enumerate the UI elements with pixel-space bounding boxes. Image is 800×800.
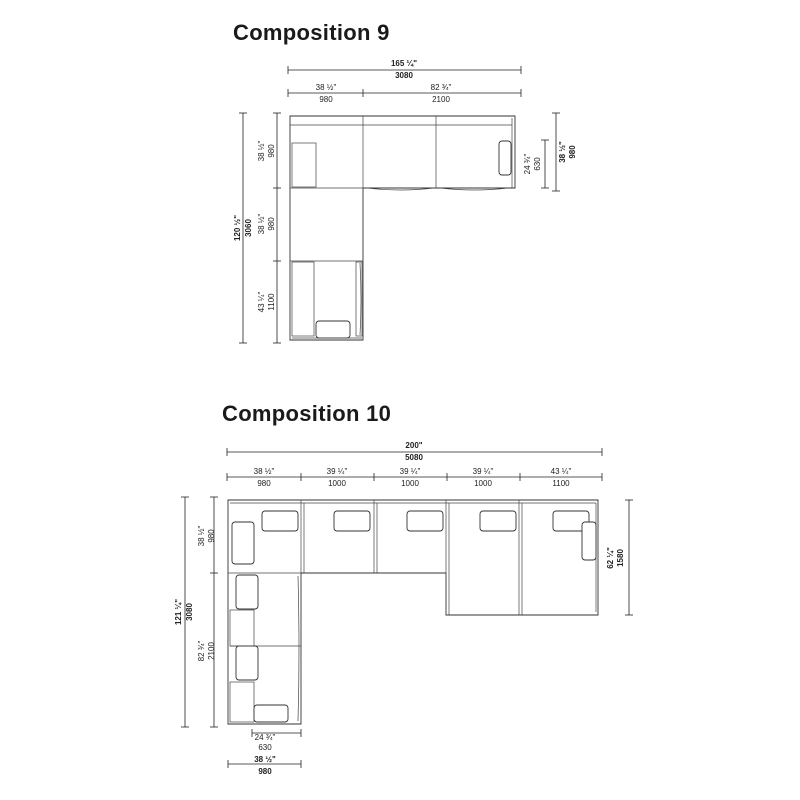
c9-top-seg1-mm: 980 bbox=[319, 95, 333, 104]
c10-left-total-mm: 3080 bbox=[185, 603, 194, 621]
c9-top-seg2-in: 82 ¾" bbox=[431, 83, 452, 92]
c10-bottom-outer-mm: 980 bbox=[258, 767, 272, 776]
c9-right-dimensions: 24 ¾" 630 38 ½" 980 bbox=[523, 112, 577, 192]
c10-bottom-outer-in: 38 ½" bbox=[254, 755, 276, 764]
c10-top-total-in: 200" bbox=[405, 441, 422, 450]
c10-left-seg1-in: 38 ½" bbox=[197, 526, 206, 547]
c9-top-seg1-in: 38 ½" bbox=[316, 83, 337, 92]
c9-top-total-dimension: 165 ¼" 3080 bbox=[287, 59, 522, 80]
c9-left-total-in: 120 ½" bbox=[233, 215, 242, 241]
c10-top-total-mm: 5080 bbox=[405, 453, 423, 462]
c10-seg4-in: 39 ¼" bbox=[473, 467, 494, 476]
c9-left-seg2-in: 38 ½" bbox=[257, 214, 266, 235]
c9-sofa bbox=[289, 115, 516, 341]
c9-left-seg3-mm: 1100 bbox=[267, 293, 276, 311]
c10-seg5-in: 43 ¼" bbox=[551, 467, 572, 476]
c10-top-segment-dimensions: 38 ½" 980 39 ¼" 1000 39 ¼" 1000 39 ¼" 10… bbox=[226, 467, 603, 488]
c10-top-total-dimension: 200" 5080 bbox=[226, 441, 603, 462]
c9-top-total-mm: 3080 bbox=[395, 71, 413, 80]
c9-left-dimensions: 120 ½" 3060 38 ½" 980 38 ½" 980 43 ¼" 11… bbox=[233, 112, 281, 344]
c10-sofa bbox=[227, 499, 599, 725]
c9-left-seg3-in: 43 ¼" bbox=[257, 292, 266, 313]
c10-bottom-inner-in: 24 ¾" bbox=[255, 733, 276, 742]
composition-9-plan: 165 ¼" 3080 38 ½" 980 82 ¾" 2100 bbox=[233, 59, 577, 344]
c10-bottom-dimensions: 24 ¾" 630 38 ½" 980 bbox=[227, 729, 302, 776]
c10-seg2-in: 39 ¼" bbox=[327, 467, 348, 476]
c9-top-seg2-mm: 2100 bbox=[432, 95, 450, 104]
c10-left-seg2-in: 82 ¾" bbox=[197, 641, 206, 662]
c10-right-dimension: 62 ¼" 1580 bbox=[606, 499, 633, 616]
c9-left-seg2-mm: 980 bbox=[267, 217, 276, 231]
c10-left-seg1-mm: 980 bbox=[207, 529, 216, 543]
c9-left-seg1-in: 38 ½" bbox=[257, 141, 266, 162]
c10-left-total-in: 121 ¼" bbox=[174, 599, 183, 625]
c10-right-mm: 1580 bbox=[616, 549, 625, 567]
c9-right-outer-in: 38 ½" bbox=[558, 141, 567, 163]
c9-right-inner-in: 24 ¾" bbox=[523, 154, 532, 175]
c10-seg5-mm: 1100 bbox=[552, 479, 570, 488]
c9-top-total-in: 165 ¼" bbox=[391, 59, 417, 68]
c9-top-segment-dimensions: 38 ½" 980 82 ¾" 2100 bbox=[287, 83, 522, 104]
c10-left-seg2-mm: 2100 bbox=[207, 642, 216, 660]
c9-right-inner-mm: 630 bbox=[533, 157, 542, 171]
c9-right-outer-mm: 980 bbox=[568, 145, 577, 159]
composition-10-plan: 200" 5080 38 ½" 980 39 ¼" 1000 39 ¼" 100… bbox=[174, 441, 633, 776]
c10-seg1-in: 38 ½" bbox=[254, 467, 275, 476]
c10-seg2-mm: 1000 bbox=[328, 479, 346, 488]
c10-left-dimensions: 121 ¼" 3080 38 ½" 980 82 ¾" 2100 bbox=[174, 496, 218, 728]
c10-right-in: 62 ¼" bbox=[606, 547, 615, 569]
composition-9-title: Composition 9 bbox=[233, 20, 390, 45]
c10-bottom-inner-mm: 630 bbox=[258, 743, 272, 752]
c10-seg4-mm: 1000 bbox=[474, 479, 492, 488]
c9-left-total-mm: 3060 bbox=[244, 219, 253, 237]
composition-10-title: Composition 10 bbox=[222, 401, 392, 426]
c9-left-seg1-mm: 980 bbox=[267, 144, 276, 158]
c10-seg1-mm: 980 bbox=[257, 479, 271, 488]
c10-seg3-in: 39 ¼" bbox=[400, 467, 421, 476]
c10-seg3-mm: 1000 bbox=[401, 479, 419, 488]
